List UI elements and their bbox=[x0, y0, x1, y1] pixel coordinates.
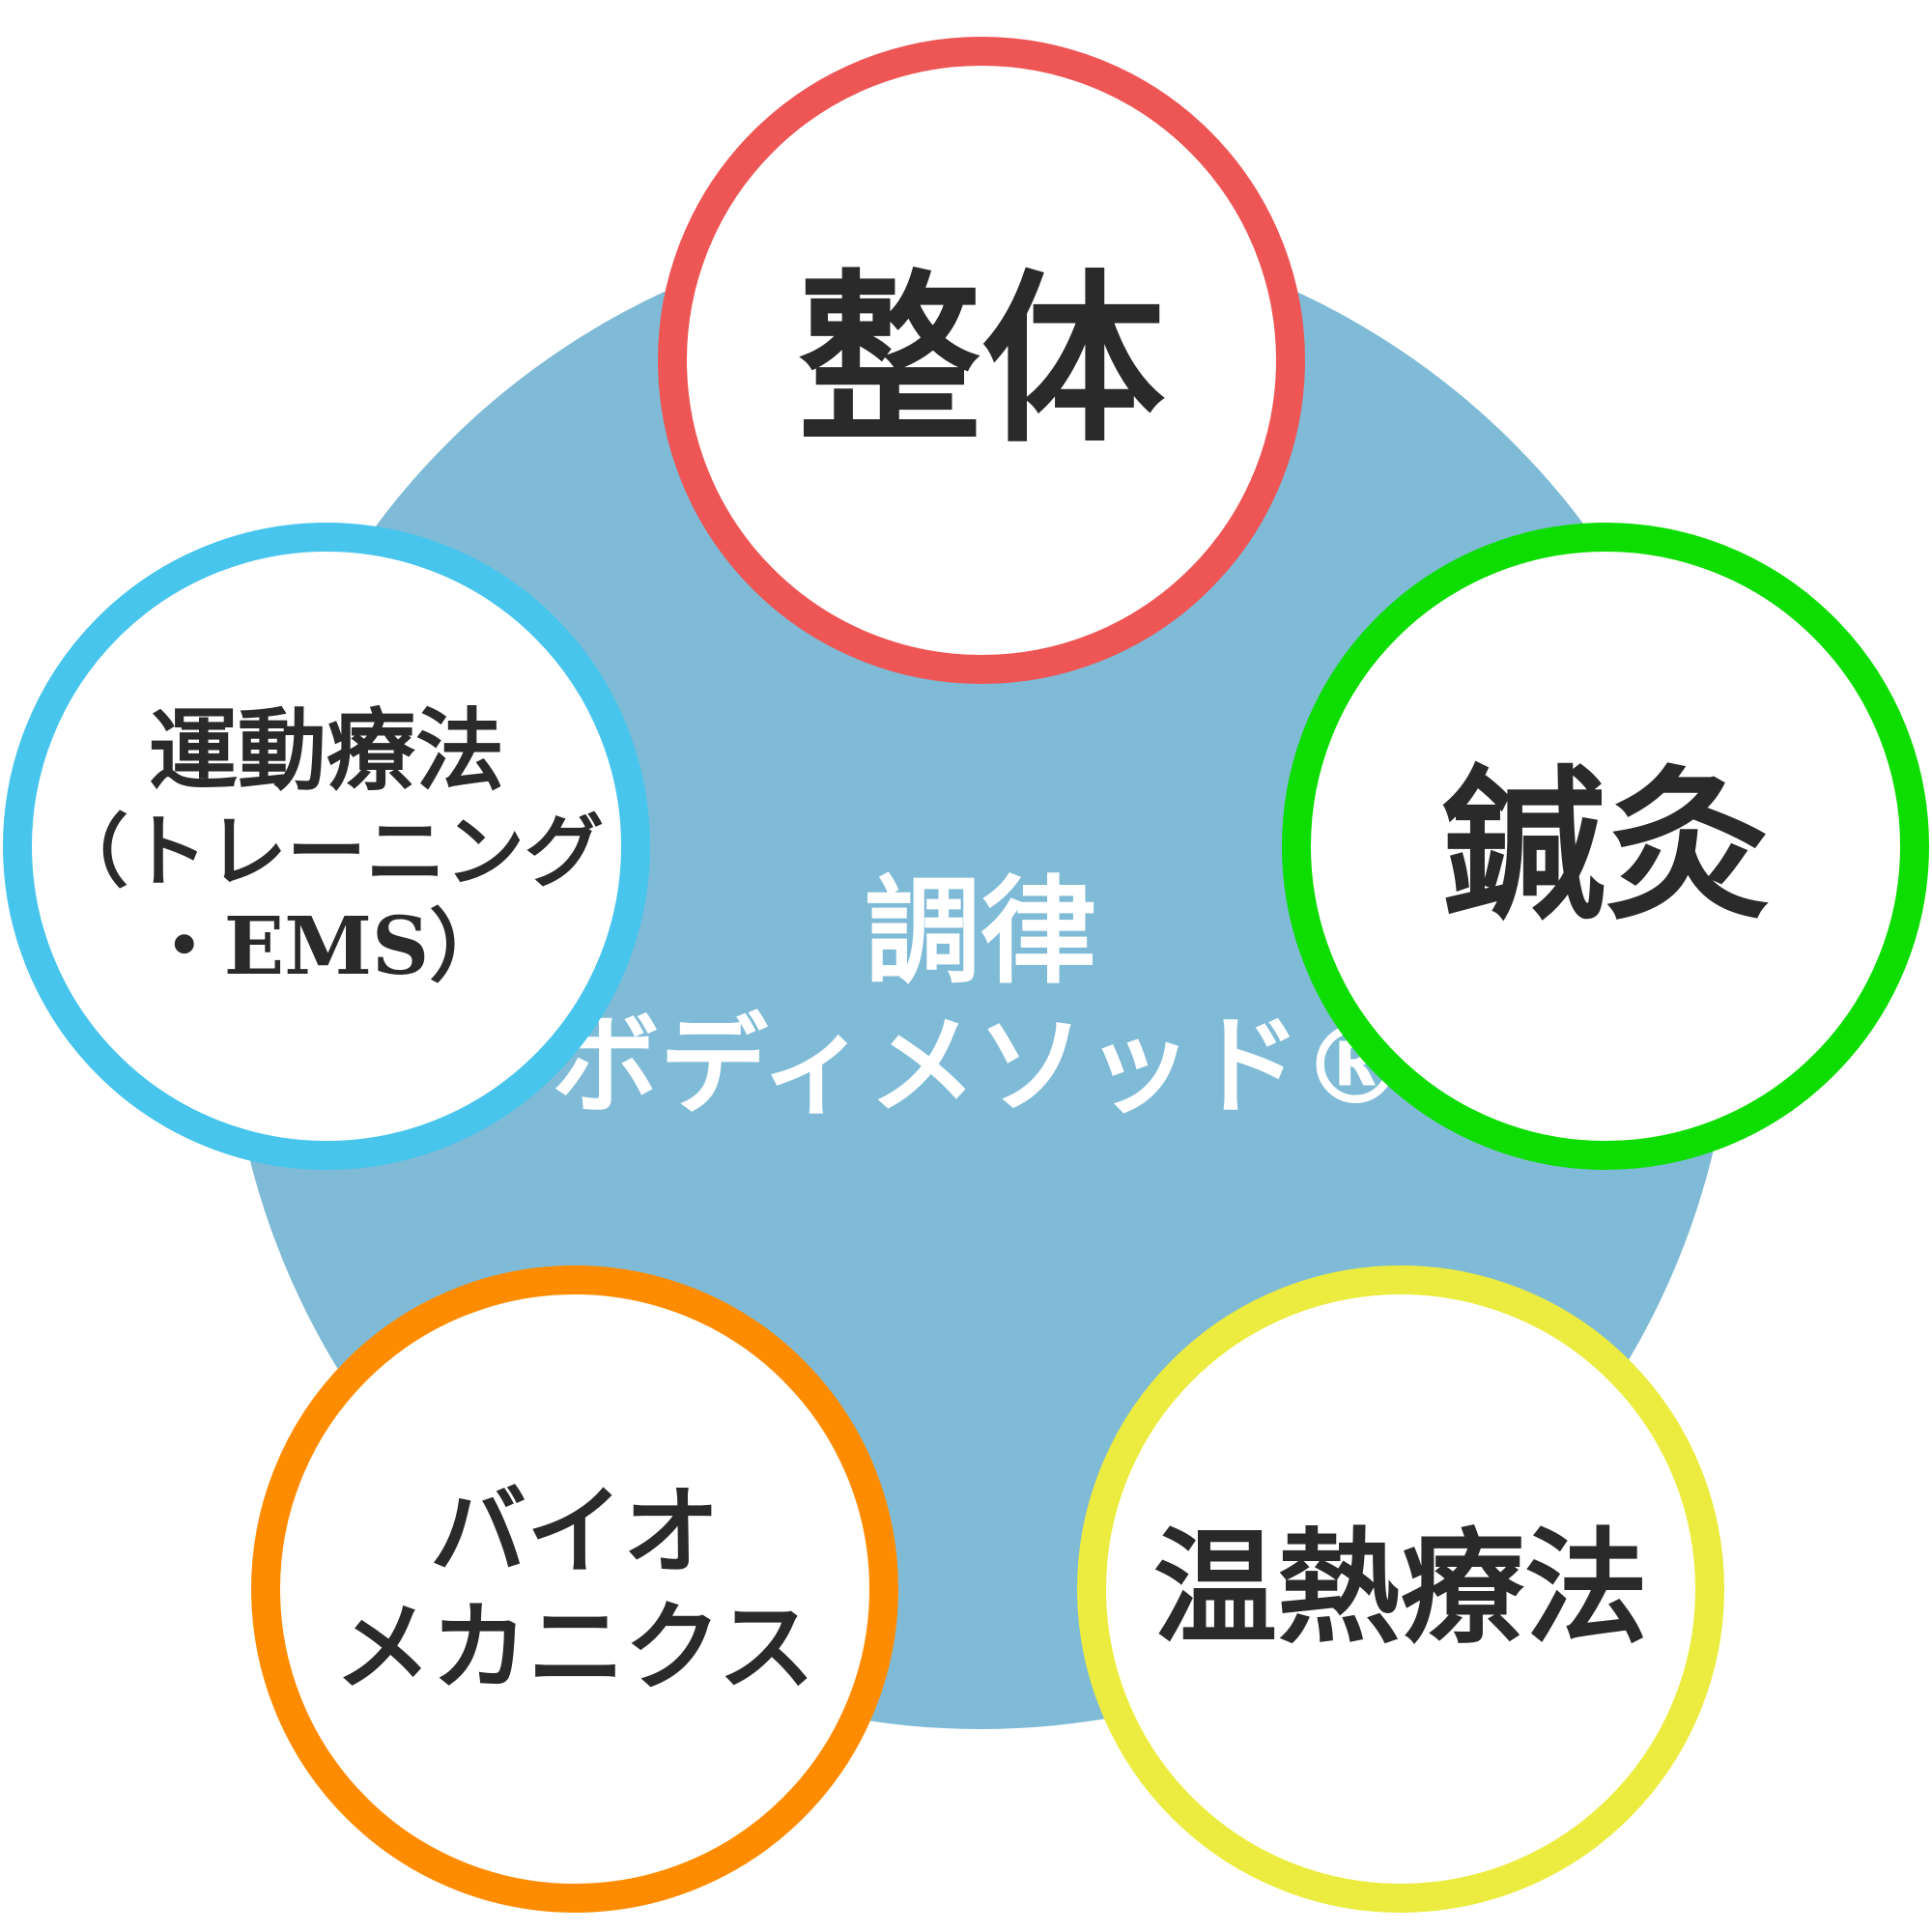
center-title: 調律 bbox=[865, 866, 1096, 1000]
circle-seitai: 整体 bbox=[658, 37, 1305, 684]
circle-shinkyu: 鍼灸 bbox=[1282, 523, 1929, 1170]
label-shinkyu: 鍼灸 bbox=[1440, 750, 1770, 943]
label-undo-3: ・EMS） bbox=[144, 900, 509, 994]
label-bio-1: バイオ bbox=[430, 1474, 720, 1588]
center-label: 調律 ボディメソッド® bbox=[483, 869, 1478, 1138]
label-onnetsu: 温熱療法 bbox=[1152, 1516, 1648, 1662]
label-undo-2: （トレーニング bbox=[48, 805, 604, 898]
circle-biomechanics: バイオ メカニクス bbox=[251, 1265, 898, 1913]
label-bio-2: メカニクス bbox=[334, 1590, 815, 1704]
center-subtitle: ボディメソッド® bbox=[551, 1004, 1410, 1129]
label-seitai: 整体 bbox=[797, 252, 1165, 468]
label-undo-1: 運動療法 bbox=[148, 698, 504, 804]
circle-undo: 運動療法 （トレーニング ・EMS） bbox=[3, 523, 650, 1170]
circle-onnetsu: 温熱療法 bbox=[1077, 1265, 1724, 1913]
